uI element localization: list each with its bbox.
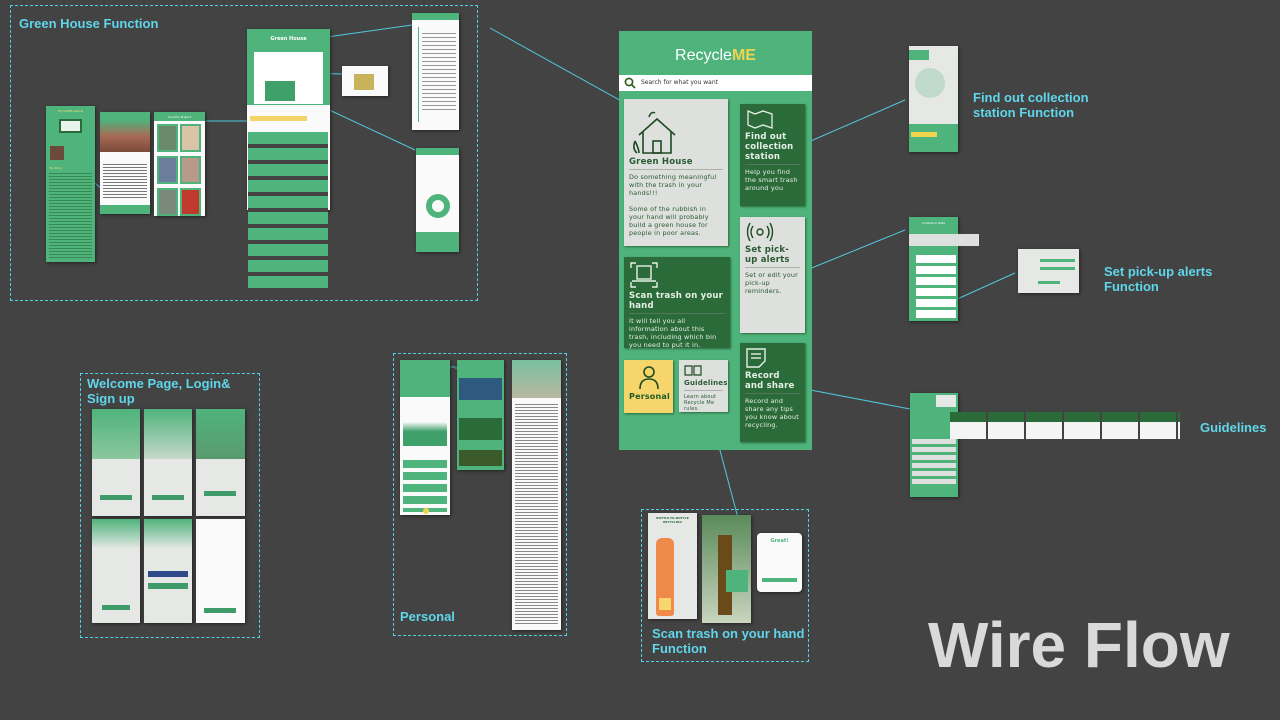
note-icon [746, 348, 766, 368]
bottle-recycling-screen: BOTTLE-TO-BOTTLE RECYCLING [648, 513, 697, 619]
card-title: Green House [629, 157, 723, 170]
collection-map-screen [909, 46, 958, 152]
article-screen [512, 360, 561, 630]
green-house-card[interactable]: Green House Do something meaningful with… [624, 99, 728, 246]
card-desc: Do something meaningful with the trash i… [629, 173, 717, 197]
personal-card[interactable]: Personal [624, 360, 673, 413]
card-desc: Set or edit your pick-up reminders. [745, 271, 798, 295]
map-icon [747, 110, 773, 129]
section-label: Scan trash on your hand Function [652, 626, 805, 656]
card-title: Guidelines [684, 378, 727, 391]
house-icon [633, 111, 676, 154]
screen-title: My Certifications [57, 109, 84, 113]
app-title: RecycleME [675, 47, 756, 64]
section-label: Set pick-up alerts Function [1104, 264, 1213, 294]
personal-section: Personal [393, 353, 567, 636]
user-icon [638, 366, 659, 390]
card-desc: Learn about Recycle Me rules. [684, 394, 717, 412]
guidelines-card[interactable]: Guidelines Learn about Recycle Me rules. [679, 360, 728, 412]
signup-form-screen [196, 519, 245, 623]
avatar [50, 146, 64, 160]
welcome-screen-1 [92, 409, 140, 516]
welcome-screen-3 [196, 409, 245, 516]
card-desc: Help you find the smart trash around you [745, 168, 798, 192]
pickup-alerts-card[interactable]: Set pick-up alerts Set or edit your pick… [740, 217, 805, 333]
certificate-image [59, 119, 82, 133]
collection-date-screen: Collection Date [909, 217, 979, 321]
search-placeholder: Search for what you want [641, 79, 718, 86]
search-icon [624, 77, 636, 89]
donation-record-screen [416, 148, 459, 252]
section-label: Welcome Page, Login& Sign up [87, 376, 231, 406]
app-home-screen: RecycleME Search for what you want Green… [619, 31, 812, 450]
card-title: Set pick-up alerts [745, 245, 800, 268]
card-title: Record and share [745, 371, 800, 394]
login-screen [92, 519, 140, 623]
signup-options-screen [144, 519, 192, 623]
ranking-list [248, 132, 328, 290]
certifications-screen: My Certifications My Story [46, 106, 95, 262]
profile-screen [400, 360, 450, 515]
operations-screen [412, 13, 459, 130]
project-screen [100, 112, 150, 214]
search-input[interactable]: Search for what you want [619, 75, 812, 91]
card-title: Scan trash on your hand [629, 291, 725, 314]
guideline-cards [950, 412, 1180, 439]
card-desc: Some of the rubbish in your hand will pr… [629, 205, 709, 237]
scan-icon [630, 262, 658, 288]
story-text [49, 173, 92, 258]
record-share-card[interactable]: Record and share Record and share any ti… [740, 343, 805, 442]
greenhouse-zoom-image [342, 66, 388, 96]
card-title: Personal [629, 392, 670, 401]
story-title: My Story [49, 166, 63, 170]
country-project-screen: Country Project [154, 112, 205, 216]
broadcast-icon [746, 222, 774, 242]
section-label: Personal [400, 609, 455, 624]
pickup-edit-popup [1018, 249, 1079, 293]
card-desc: Record and share any tips you know about… [745, 397, 799, 429]
book-icon [684, 365, 702, 376]
welcome-screen-2 [144, 409, 192, 516]
card-desc: It will tell you all information about t… [629, 317, 717, 349]
scan-section: Scan trash on your hand Function [641, 509, 809, 662]
section-label: Find out collection station Function [973, 90, 1089, 120]
scan-camera-screen [702, 515, 751, 623]
scan-trash-card[interactable]: Scan trash on your hand It will tell you… [624, 257, 730, 349]
card-title: Find out collection station [745, 132, 800, 165]
welcome-section: Welcome Page, Login& Sign up [80, 373, 260, 638]
page-title: Wire Flow [928, 609, 1230, 681]
section-label: Green House Function [19, 16, 159, 31]
moment-feed-screen [457, 360, 504, 470]
section-label: Guidelines [1200, 420, 1267, 435]
scan-result-popup: Great! [757, 533, 802, 592]
guidelines-screen [910, 393, 958, 497]
green-house-section: Green House Function [10, 5, 478, 301]
collection-station-card[interactable]: Find out collection station Help you fin… [740, 104, 805, 206]
